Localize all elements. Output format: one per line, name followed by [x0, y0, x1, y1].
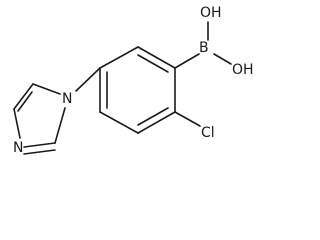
chemical-structure-diagram: B OH OH Cl N N	[13, 5, 254, 156]
double-bond-inner-c1-c2	[137, 54, 169, 73]
imidazole-ring: N N	[13, 83, 72, 156]
imidazole-n1-label: N	[62, 91, 72, 107]
hydroxyl-top-label: OH	[200, 5, 222, 21]
imidazole-n3-label: N	[13, 140, 23, 156]
bond-ring-c2-c3	[99, 46, 139, 69]
double-bond-inner-c5-c4	[17, 91, 33, 112]
double-bond-inner-c5-c6	[137, 107, 169, 126]
hydroxyl-right-label: OH	[232, 62, 254, 78]
bond-c3-imidazole-n1	[75, 67, 101, 92]
bond-n1-c5	[32, 83, 61, 95]
chlorine-atom-label: Cl	[201, 125, 215, 141]
bond-ring-c5-c6	[137, 111, 176, 134]
bond-c4-n3	[13, 108, 21, 139]
double-bond-inner-n3-c2	[23, 149, 56, 155]
bond-c1-boron	[174, 53, 200, 69]
boron-atom-label: B	[199, 40, 209, 56]
bond-c2-n1	[54, 107, 66, 144]
bond-ring-c4-c5	[99, 111, 139, 134]
bond-c5-c4	[13, 83, 34, 110]
bond-boron-oh-right	[213, 53, 232, 65]
bond-c6-chlorine	[174, 111, 201, 127]
bond-n3-c2	[23, 142, 56, 148]
benzene-ring	[99, 46, 176, 134]
bond-ring-c1-c2	[137, 46, 176, 69]
